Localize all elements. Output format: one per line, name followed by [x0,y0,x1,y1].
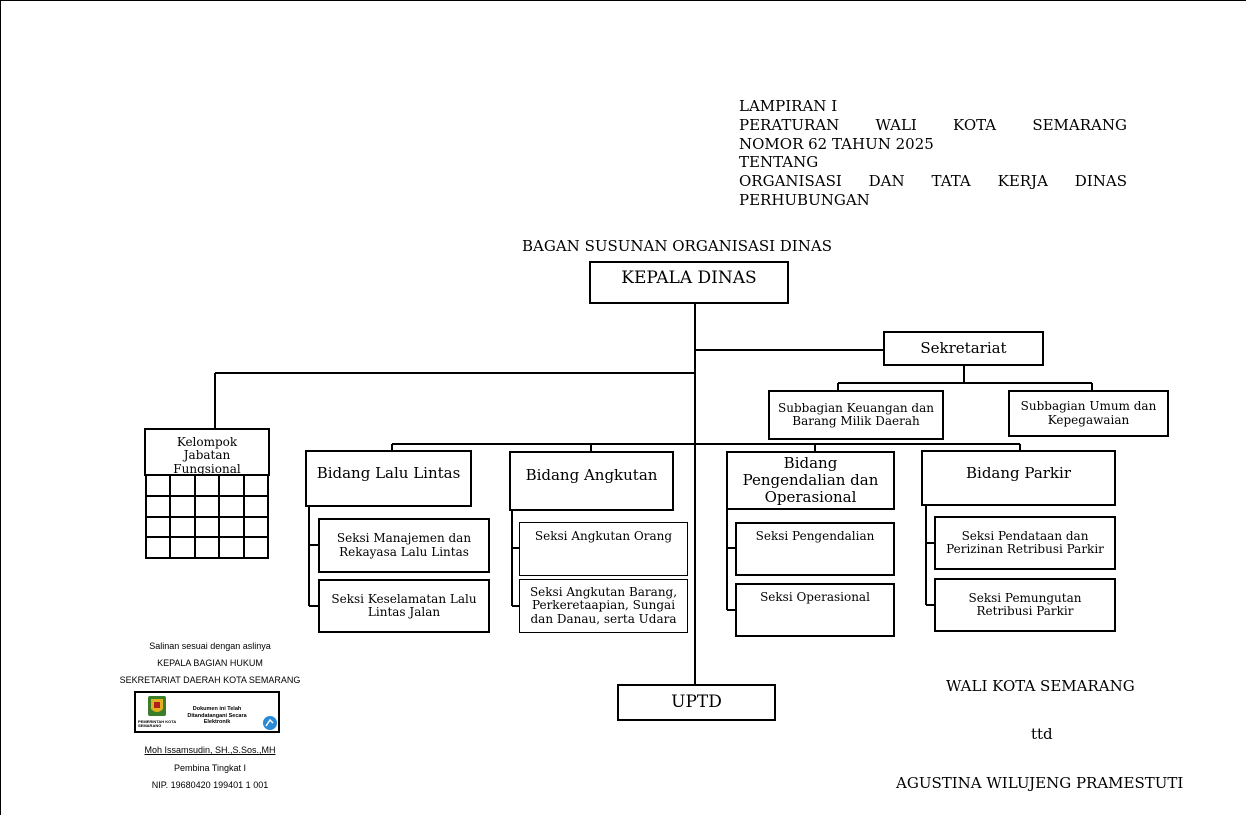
copy-signer-rank: Pembina Tingkat I [173,763,247,773]
copy-signer-name: Moh Issamsudin, SH.,S.Sos.,MH [144,745,276,755]
kepala-dinas-box: KEPALA DINAS [589,261,789,304]
stamp-graphic [148,696,277,730]
seksi-angkutan-barang-box: Seksi Angkutan Barang, Perkeretaapian, S… [519,579,688,633]
uptd-box: UPTD [617,684,776,721]
seksi-pendataan-box: Seksi Pendataan dan Perizinan Retribusi … [934,516,1116,570]
copy-note: Salinan sesuai dengan aslinya [149,641,271,651]
lampiran-line-4: TENTANG [739,153,819,171]
subbag-keuangan-box: Subbagian Keuangan dan Barang Milik Daer… [768,390,944,440]
seksi-angkutan-orang-box: Seksi Angkutan Orang [519,522,688,576]
lampiran-line-2: PERATURAN WALI KOTA SEMARANG [739,116,1127,134]
signature-ttd: ttd [1031,725,1053,743]
lampiran-line-1: LAMPIRAN I [739,97,838,115]
bidang-pengendalian-box: Bidang Pengendalian dan Operasional [726,451,895,510]
chart-title: BAGAN SUSUNAN ORGANISASI DINAS [522,237,832,255]
subbag-umum-box: Subbagian Umum dan Kepegawaian [1008,390,1169,437]
bidang-parkir-box: Bidang Parkir [921,450,1116,506]
signature-name: AGUSTINA WILUJENG PRAMESTUTI [896,774,1184,792]
lampiran-line-5: ORGANISASI DAN TATA KERJA DINAS [739,172,1127,190]
jabatan-fungsional-grid [145,474,269,559]
seksi-operasional-box: Seksi Operasional [735,583,895,637]
seksi-pemungutan-box: Seksi Pemungutan Retribusi Parkir [934,578,1116,632]
sekretariat-box: Sekretariat [883,331,1044,366]
copy-department: SEKRETARIAT DAERAH KOTA SEMARANG [119,675,301,685]
copy-signer-nip: NIP. 19680420 199401 1 001 [151,780,269,790]
seksi-pengendalian-box: Seksi Pengendalian [735,522,895,576]
jabatan-fungsional-box: Kelompok Jabatan Fungsional [144,428,270,476]
stamp-logo-text: PEMERINTAH KOTA SEMARANG [138,719,177,729]
bidang-lalu-lintas-box: Bidang Lalu Lintas [305,450,472,507]
lampiran-line-3: NOMOR 62 TAHUN 2025 [739,135,934,153]
copy-office: KEPALA BAGIAN HUKUM [157,658,263,668]
lampiran-line-6: PERHUBUNGAN [739,191,870,209]
seksi-manajemen-box: Seksi Manajemen dan Rekayasa Lalu Lintas [318,518,490,573]
e-signature-stamp: PEMERINTAH KOTA SEMARANG Dokumen ini Tel… [134,691,280,733]
signature-office: WALI KOTA SEMARANG [946,677,1135,695]
seksi-keselamatan-box: Seksi Keselamatan Lalu Lintas Jalan [318,579,490,633]
bidang-angkutan-box: Bidang Angkutan [509,451,674,511]
stamp-text: Dokumen ini Telah Ditandatangani Secara … [187,706,247,726]
